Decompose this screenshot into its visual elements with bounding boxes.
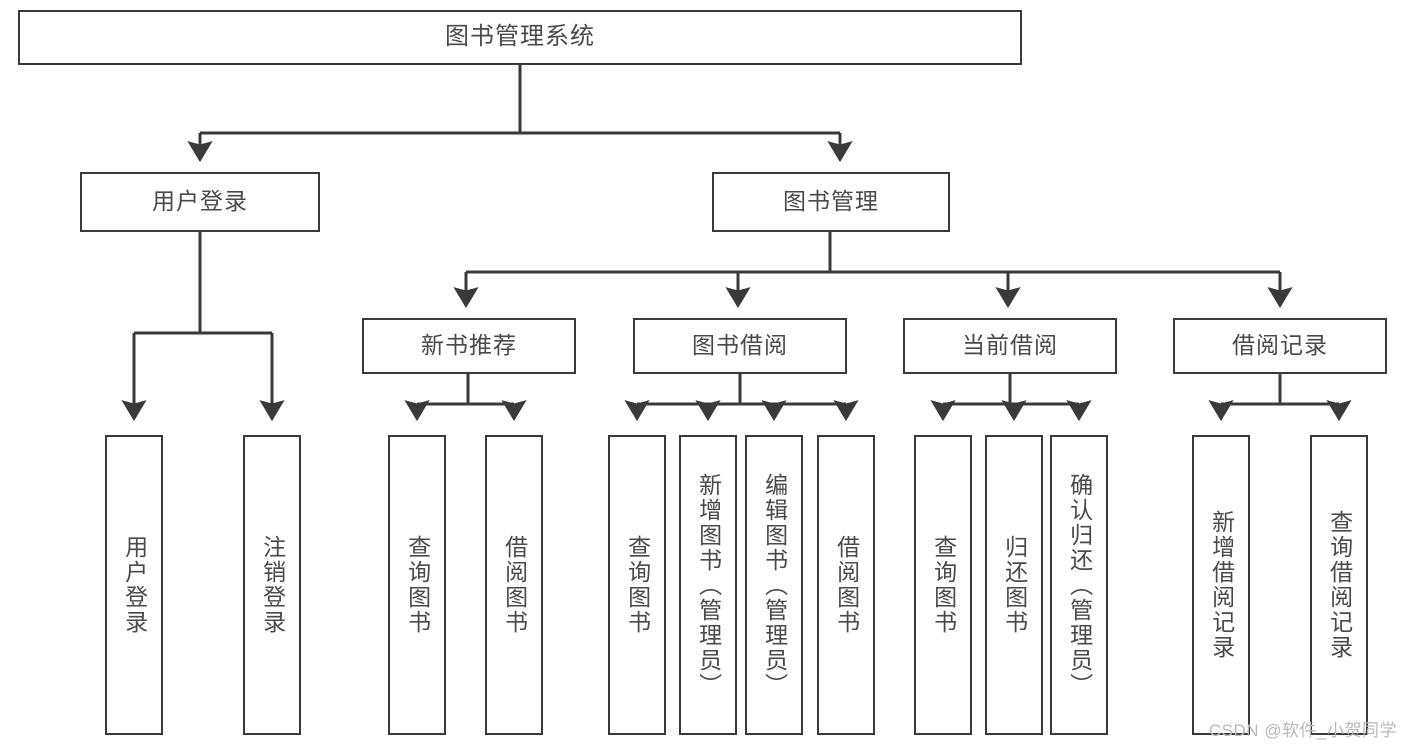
node-root-label: 图书管理系统 — [445, 23, 595, 51]
node-book-borrow[interactable]: 图书借阅 — [633, 318, 847, 374]
leaf-borrow-book-1[interactable]: 借阅图书 — [485, 435, 543, 735]
leaf-confirm-return[interactable]: 确认归还（管理员） — [1050, 435, 1108, 735]
leaf-logout[interactable]: 注销登录 — [243, 435, 301, 735]
leaf-borrow-book-1-label: 借阅图书 — [501, 535, 528, 635]
leaf-edit-book[interactable]: 编辑图书（管理员） — [745, 435, 803, 735]
leaf-query-book-2-label: 查询图书 — [624, 535, 651, 635]
leaf-query-book-1[interactable]: 查询图书 — [388, 435, 446, 735]
leaf-add-book[interactable]: 新增图书（管理员） — [679, 435, 737, 735]
leaf-return-book[interactable]: 归还图书 — [985, 435, 1043, 735]
node-new-book-recommend-label: 新书推荐 — [421, 332, 517, 359]
leaf-query-book-2[interactable]: 查询图书 — [608, 435, 666, 735]
leaf-add-book-label: 新增图书（管理员） — [695, 472, 722, 698]
node-current-borrow-label: 当前借阅 — [962, 332, 1058, 359]
leaf-query-book-3-label: 查询图书 — [930, 535, 957, 635]
leaf-add-record[interactable]: 新增借阅记录 — [1192, 435, 1250, 735]
leaf-borrow-book-2[interactable]: 借阅图书 — [817, 435, 875, 735]
leaf-user-login-label: 用户登录 — [121, 535, 148, 635]
leaf-confirm-return-label: 确认归还（管理员） — [1066, 472, 1093, 698]
node-book-management-label: 图书管理 — [783, 188, 879, 215]
node-root[interactable]: 图书管理系统 — [18, 10, 1022, 65]
node-user-login-label: 用户登录 — [152, 188, 248, 215]
leaf-borrow-book-2-label: 借阅图书 — [833, 535, 860, 635]
node-user-login[interactable]: 用户登录 — [80, 172, 320, 232]
leaf-user-login[interactable]: 用户登录 — [105, 435, 163, 735]
leaf-add-record-label: 新增借阅记录 — [1208, 510, 1235, 660]
leaf-return-book-label: 归还图书 — [1001, 535, 1028, 635]
node-book-management[interactable]: 图书管理 — [712, 172, 950, 232]
node-book-borrow-label: 图书借阅 — [692, 332, 788, 359]
node-current-borrow[interactable]: 当前借阅 — [903, 318, 1117, 374]
leaf-query-record-label: 查询借阅记录 — [1326, 510, 1353, 660]
watermark: CSDN @软件_小贺同学 — [1208, 721, 1397, 740]
node-borrow-record-label: 借阅记录 — [1232, 332, 1328, 359]
leaf-query-record[interactable]: 查询借阅记录 — [1310, 435, 1368, 735]
leaf-query-book-3[interactable]: 查询图书 — [914, 435, 972, 735]
leaf-edit-book-label: 编辑图书（管理员） — [761, 472, 788, 698]
leaf-logout-label: 注销登录 — [259, 535, 286, 635]
node-borrow-record[interactable]: 借阅记录 — [1173, 318, 1387, 374]
leaf-query-book-1-label: 查询图书 — [404, 535, 431, 635]
node-new-book-recommend[interactable]: 新书推荐 — [362, 318, 576, 374]
